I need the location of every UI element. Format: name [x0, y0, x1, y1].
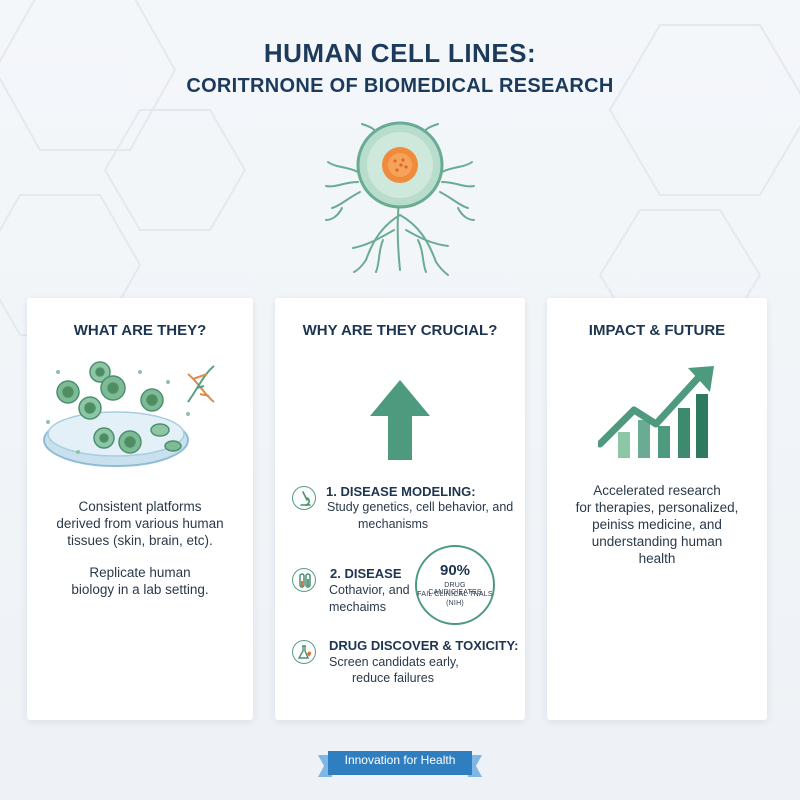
microscope-icon: [292, 486, 316, 510]
description-line: Consistent platforms: [78, 499, 202, 514]
description-line: health: [638, 551, 676, 566]
card-description: Consistent platforms derived from variou…: [37, 498, 243, 549]
growth-chart-icon: [598, 366, 714, 458]
test-tubes-icon: [292, 568, 316, 592]
description-line: tissues (skin, brain, etc).: [67, 533, 213, 548]
item-text: mechanisms: [358, 517, 429, 531]
card-title: IMPACT & FUTURE: [588, 322, 726, 339]
page-title: HUMAN CELL LINES:: [263, 38, 537, 68]
stat-source: (NIH): [446, 600, 464, 607]
stat-label: FAIL CLINICAL TNALS: [417, 591, 493, 598]
description-line: biology in a lab setting.: [71, 582, 209, 597]
item-title: 1. DISEASE MODELING:: [326, 484, 476, 499]
page-subtitle: CORITRNONE OF BIOMEDICAL RESEARCH: [186, 75, 614, 97]
card-title: WHY ARE THEY CRUCIAL?: [302, 322, 498, 339]
card-description: Accelerated research for therapies, pers…: [557, 482, 757, 567]
stat-circle: 90% DRUG CANDICIEATES FAIL CLINICAL TNAL…: [415, 545, 495, 625]
card-impact-future: IMPACT & FUTURE Accelerated research for…: [547, 298, 767, 720]
card-description-2: Replicate human biology in a lab setting…: [37, 564, 243, 598]
item-text: Cothavior, and: [329, 583, 410, 597]
card-why-crucial: WHY ARE THEY CRUCIAL?: [275, 298, 525, 720]
cell-neuron-icon: [325, 121, 475, 276]
description-line: understanding human: [591, 534, 723, 549]
description-line: for therapies, personalized,: [575, 500, 739, 515]
card-what-are-they: WHAT ARE THEY? Consistent platforms deri…: [27, 298, 253, 720]
item-title: DRUG DISCOVER & TOXICITY:: [329, 638, 519, 653]
description-line: peiniss medicine, and: [592, 517, 722, 532]
item-title: 2. DISEASE: [330, 566, 402, 581]
description-line: Accelerated research: [593, 483, 721, 498]
card-title: WHAT ARE THEY?: [73, 322, 207, 339]
description-line: Replicate human: [89, 565, 191, 580]
footer-banner-label: Innovation for Health: [344, 753, 456, 767]
item-text: mechaims: [329, 600, 386, 614]
petri-dish-cells-icon: [43, 361, 215, 467]
item-text: Screen candidats early,: [329, 655, 459, 669]
flask-heart-icon: [292, 640, 316, 664]
item-text: Study genetics, cell behavior, and: [327, 500, 514, 514]
stat-label: DRUG CANDICIEATES: [428, 582, 482, 596]
item-text: reduce failures: [352, 671, 434, 685]
description-line: derived from various human: [56, 516, 224, 531]
up-arrow-icon: [370, 380, 430, 460]
footer-ribbon: [318, 751, 482, 777]
stat-value: 90%: [439, 562, 471, 579]
